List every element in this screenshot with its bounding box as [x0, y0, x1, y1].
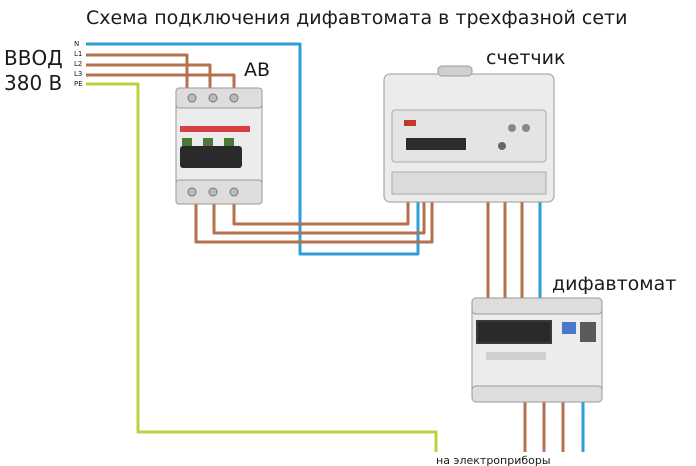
meter-label: счетчик	[486, 47, 565, 69]
breaker-terminal-screw	[187, 187, 197, 197]
wire-l1-breaker-meter	[194, 198, 434, 244]
wire-l3-input	[86, 73, 236, 92]
breaker-brand-stripe	[180, 126, 250, 132]
input-terminals: N L1 L2 L3 PE	[74, 40, 83, 88]
wire-neutral-input	[86, 42, 420, 256]
terminal-pe: PE	[74, 80, 83, 88]
wire-l2-breaker-meter	[212, 198, 426, 235]
electricity-meter	[383, 65, 555, 203]
terminal-n: N	[74, 40, 79, 48]
terminal-l1: L1	[74, 50, 82, 58]
terminal-l2: L2	[74, 60, 82, 68]
wires	[86, 42, 585, 452]
breaker-terminal-screw	[208, 93, 218, 103]
meter-indicator-icon	[508, 124, 516, 132]
diagram-title: Схема подключения дифавтомата в трехфазн…	[86, 7, 627, 29]
wire-l3-breaker-meter	[232, 198, 410, 226]
breaker-terminal-screw	[229, 93, 239, 103]
wire-earth	[86, 82, 438, 452]
input-label-voltage: 380 В	[4, 71, 62, 95]
rcbo-lever[interactable]	[478, 322, 550, 342]
circuit-breaker	[175, 87, 263, 205]
meter-button[interactable]	[498, 142, 506, 150]
breaker-terminal-screw	[187, 93, 197, 103]
breaker-lever[interactable]	[180, 146, 242, 168]
wire-l2-input	[86, 63, 212, 92]
rcbo-test-button[interactable]	[562, 322, 576, 334]
breaker-terminal-screw	[208, 187, 218, 197]
input-label-vvod: ВВОД	[4, 46, 63, 70]
breaker-label: АВ	[244, 59, 270, 81]
meter-display	[406, 138, 466, 150]
wire-l1-input	[86, 53, 189, 92]
rcbo-label: дифавтомат	[552, 273, 676, 295]
terminal-l3: L3	[74, 70, 82, 78]
rcbo-device	[471, 297, 603, 403]
output-label: на электроприборы	[436, 454, 551, 466]
meter-indicator-icon	[522, 124, 530, 132]
breaker-terminal-screw	[229, 187, 239, 197]
